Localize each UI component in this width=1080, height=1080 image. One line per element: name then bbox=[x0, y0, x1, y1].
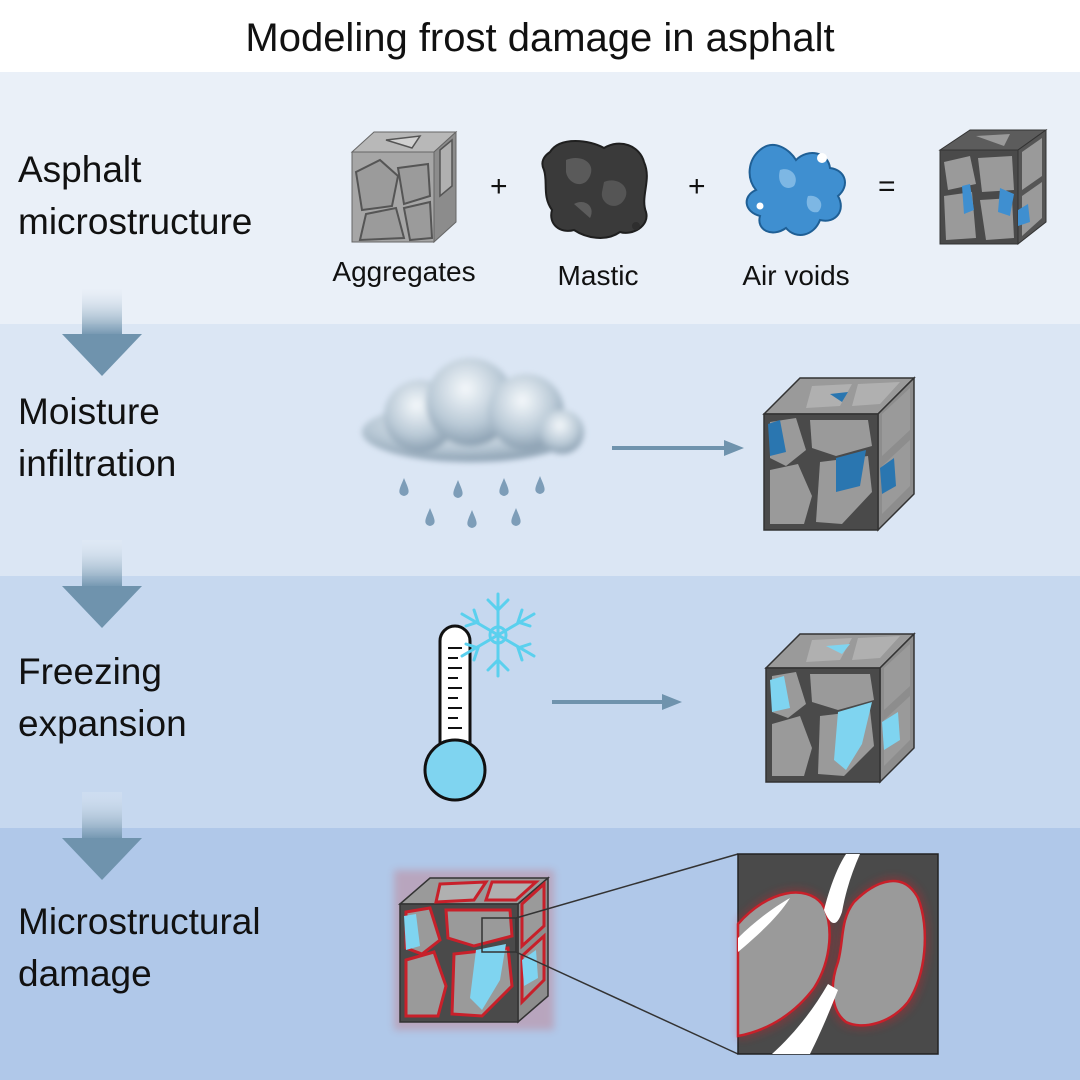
plus-sign-2: + bbox=[688, 170, 706, 203]
caption-mastic: Mastic bbox=[557, 260, 639, 291]
down-arrow-2 bbox=[62, 540, 142, 628]
aggregates-cube bbox=[350, 130, 458, 244]
caption-air-voids: Air voids bbox=[742, 260, 850, 291]
equals-sign: = bbox=[878, 170, 896, 203]
band-asphalt-microstructure bbox=[0, 72, 1080, 324]
diagram-title: Modeling frost damage in asphalt bbox=[245, 16, 835, 60]
mastic-structure bbox=[541, 140, 648, 239]
damaged-cube bbox=[394, 870, 554, 1030]
moisture-cube bbox=[762, 376, 916, 532]
plus-sign-1: + bbox=[490, 170, 508, 203]
right-arrow-moisture bbox=[612, 440, 744, 456]
zoom-inset-panel bbox=[736, 853, 939, 1055]
air-voids-structure bbox=[745, 144, 846, 236]
thermometer-icon bbox=[423, 624, 487, 802]
frozen-cube bbox=[764, 632, 916, 784]
down-arrow-1 bbox=[62, 288, 142, 376]
rain-cloud-icon bbox=[362, 358, 584, 528]
caption-aggregates: Aggregates bbox=[332, 256, 476, 287]
down-arrow-3 bbox=[62, 792, 142, 880]
right-arrow-freezing bbox=[552, 694, 682, 710]
snowflake-icon bbox=[460, 592, 536, 678]
zoom-connector-lines bbox=[515, 853, 739, 1055]
composite-cube bbox=[938, 129, 1048, 246]
